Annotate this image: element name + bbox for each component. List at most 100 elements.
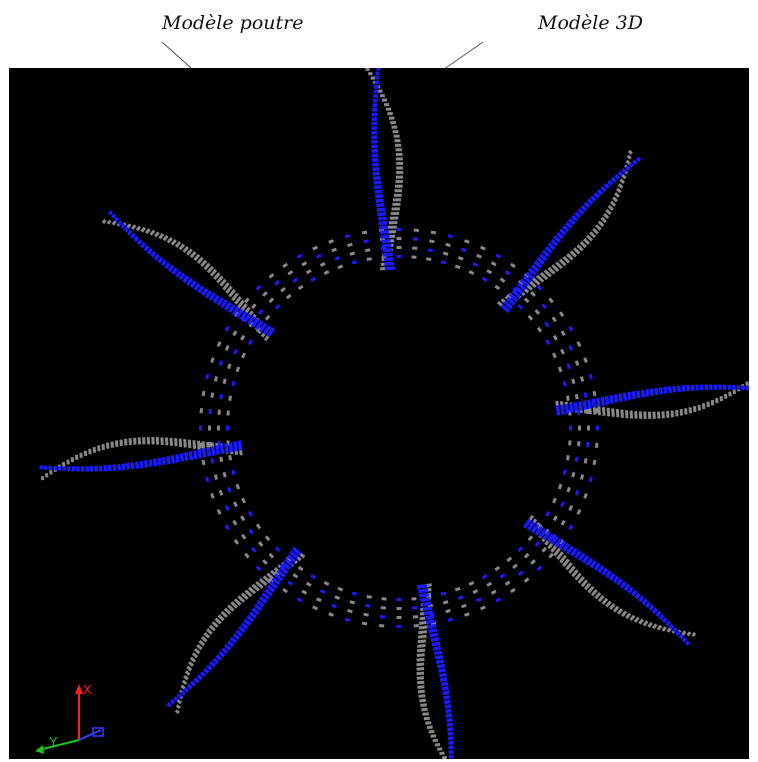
- beam-ring-element: [486, 581, 493, 587]
- beam-ring-element: [479, 245, 486, 251]
- solid-arm-element: [578, 401, 583, 411]
- beam-ring-element: [199, 442, 203, 448]
- solid-arm-element: [438, 672, 447, 678]
- solid-arm-element: [373, 180, 382, 185]
- beam-arm-element: [225, 285, 233, 294]
- solid-arm-element: [582, 400, 588, 410]
- beam-arm-element: [535, 274, 545, 283]
- beam-arm-element: [723, 393, 728, 399]
- solid-arm-element: [448, 754, 454, 759]
- beam-ring-element: [552, 352, 557, 359]
- beam-ring-element: [216, 341, 222, 348]
- beam-ring-element: [213, 474, 219, 480]
- beam-ring-element: [558, 311, 565, 318]
- beam-arm-element: [145, 228, 151, 235]
- beam-ring-element: [268, 577, 275, 583]
- solid-arm-element: [685, 640, 691, 646]
- beam-model-mesh: [40, 68, 749, 759]
- beam-ring-element: [552, 334, 558, 341]
- solid-arm-element: [443, 695, 451, 700]
- beam-arm-element: [629, 410, 634, 419]
- beam-ring-element: [328, 239, 335, 244]
- solid-arm-element: [526, 521, 536, 532]
- beam-arm-element: [579, 241, 587, 249]
- beam-ring-element: [264, 535, 271, 542]
- solid-arm-element: [117, 219, 123, 226]
- solid-arm-element: [371, 148, 379, 153]
- solid-arm-element: [107, 464, 113, 472]
- solid-arm-element: [136, 238, 143, 246]
- solid-arm-element: [371, 121, 378, 126]
- solid-arm-element: [704, 384, 709, 391]
- solid-arm-element: [559, 228, 567, 236]
- solid-arm-element: [261, 592, 271, 601]
- beam-arm-element: [418, 694, 426, 698]
- beam-arm-element: [558, 258, 567, 267]
- solid-ring-element: [568, 524, 574, 531]
- solid-ring-element: [351, 260, 358, 265]
- solid-arm-element: [556, 231, 564, 240]
- beam-arm-element: [228, 289, 236, 298]
- beam-ring-element: [548, 552, 554, 559]
- solid-ring-element: [251, 546, 257, 553]
- beam-ring-element: [551, 316, 557, 323]
- solid-arm-element: [215, 445, 220, 455]
- solid-arm-element: [534, 525, 544, 536]
- beam-arm-element: [106, 219, 112, 225]
- solid-arm-element: [382, 252, 393, 257]
- beam-ring-element: [576, 508, 582, 515]
- solid-ring-element: [247, 510, 253, 517]
- beam-ring-element: [233, 538, 240, 545]
- solid-ring-element: [447, 617, 454, 622]
- beam-ring-element: [280, 286, 286, 293]
- solid-arm-element: [596, 188, 604, 196]
- solid-arm-element: [43, 465, 48, 470]
- solid-arm-element: [561, 224, 570, 233]
- y-axis-label: Y: [49, 734, 58, 749]
- solid-arm-element: [176, 693, 183, 699]
- beam-arm-element: [615, 187, 622, 194]
- solid-arm-element: [182, 275, 190, 284]
- solid-ring-element: [460, 247, 467, 253]
- beam-ring-element: [319, 262, 326, 267]
- solid-arm-element: [116, 463, 122, 471]
- solid-arm-element: [383, 257, 394, 262]
- solid-arm-element: [175, 270, 182, 278]
- solid-ring-element: [429, 612, 435, 617]
- beam-arm-element: [595, 224, 602, 231]
- solid-arm-element: [232, 633, 241, 641]
- solid-arm-element: [264, 588, 273, 597]
- solid-arm-element: [604, 570, 612, 579]
- solid-arm-element: [577, 208, 585, 215]
- beam-arm-element: [182, 245, 189, 253]
- solid-arm-element: [212, 294, 221, 304]
- beam-arm-element: [174, 438, 178, 447]
- beam-ring-element: [301, 589, 308, 595]
- solid-arm-element: [570, 547, 578, 557]
- beam-ring-element: [210, 357, 215, 364]
- solid-arm-element: [218, 650, 226, 658]
- beam-ring-element: [312, 245, 319, 251]
- solid-arm-element: [589, 559, 597, 569]
- beam-ring-element: [504, 580, 511, 586]
- 3d-viewport[interactable]: X Y: [9, 68, 749, 759]
- solid-arm-element: [617, 170, 624, 177]
- solid-arm-element: [581, 555, 590, 564]
- beam-arm-element: [423, 716, 430, 721]
- solid-arm-element: [649, 388, 655, 396]
- beam-ring-element: [323, 270, 330, 275]
- beam-arm-element: [601, 597, 609, 605]
- solid-arm-element: [517, 282, 527, 291]
- solid-arm-element: [553, 235, 562, 243]
- beam-ring-element: [544, 528, 550, 535]
- solid-arm-element: [227, 640, 235, 648]
- beam-ring-element: [248, 321, 254, 328]
- solid-arm-element: [80, 466, 85, 472]
- solid-arm-element: [628, 162, 635, 168]
- beam-ring-element: [426, 595, 432, 599]
- solid-arm-element: [150, 250, 157, 258]
- solid-arm-element: [616, 578, 623, 586]
- solid-ring-element: [257, 309, 264, 315]
- solid-arm-element: [428, 628, 438, 634]
- solid-arm-element: [708, 384, 713, 391]
